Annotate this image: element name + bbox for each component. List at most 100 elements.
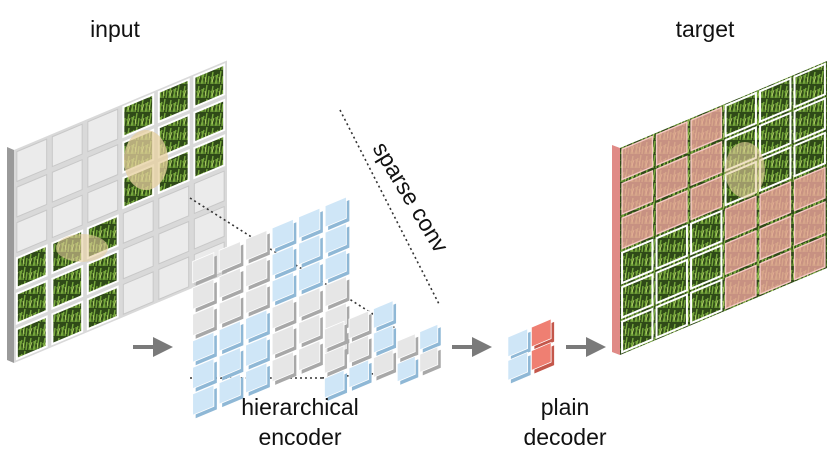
target-reconstructed-patch	[724, 195, 757, 241]
encoder-masked-cell	[271, 351, 294, 383]
target-reconstructed-patch	[724, 264, 757, 310]
encoder-label-line2: encoder	[258, 424, 342, 450]
visible-patch	[193, 134, 226, 180]
masked-patch	[158, 256, 190, 301]
encoder-visible-cell	[324, 369, 345, 399]
target-reconstructed-patch	[759, 215, 792, 261]
encoder-visible-cell	[324, 196, 347, 228]
encoder-visible-cell	[298, 207, 321, 239]
encoder-visible-cell	[348, 359, 369, 389]
target-visible-patch	[759, 76, 792, 124]
masked-patch	[122, 271, 154, 315]
visible-patch	[86, 285, 119, 331]
target-panel-edge	[612, 145, 620, 355]
target-visible-patch	[793, 62, 826, 109]
encoder-visible-cell	[218, 320, 241, 352]
target-visible-patch	[793, 96, 826, 144]
encoder-visible-cell	[245, 362, 268, 394]
encoder-visible-cell	[192, 331, 215, 363]
encoder-visible-cell	[298, 260, 321, 292]
target-visible-patch	[621, 238, 654, 285]
target-visible-patch	[655, 292, 688, 340]
encoder-label-line1: hierarchical	[241, 394, 359, 420]
hierarchical-encoder	[189, 109, 441, 419]
target-visible-patch	[621, 307, 654, 354]
visible-patch	[15, 244, 48, 290]
input-label: input	[90, 16, 140, 42]
visible-patch	[15, 315, 48, 361]
visible-patch	[122, 92, 155, 139]
masked-patch	[87, 179, 119, 224]
encoder-masked-cell	[218, 293, 241, 326]
encoder-masked-cell	[245, 256, 268, 288]
encoder-masked-cell	[298, 313, 321, 345]
target-visible-patch	[655, 223, 688, 271]
masked-patch	[193, 205, 225, 250]
target-reconstructed-patch	[690, 140, 723, 187]
encoder-visible-cell	[271, 245, 294, 277]
target-reconstructed-patch	[655, 189, 688, 236]
encoder-visible-cell	[245, 309, 268, 341]
decoder-visible-cell	[507, 328, 529, 358]
decoder-masked-cell	[530, 318, 552, 348]
encoder-visible-cell	[298, 234, 321, 266]
visible-patch	[193, 63, 226, 109]
encoder-masked-cell	[324, 320, 345, 350]
encoder-masked-cell	[348, 334, 369, 364]
encoder-visible-cell	[324, 222, 347, 255]
decoder-label-line2: decoder	[523, 424, 607, 450]
encoder-masked-cell	[192, 305, 215, 337]
target-visible-patch	[621, 272, 654, 320]
projection-line	[339, 109, 441, 307]
target-reconstructed-patch	[759, 180, 792, 227]
target-reconstructed-patch	[621, 135, 654, 181]
visible-patch	[157, 77, 190, 124]
encoder-visible-cell	[373, 324, 394, 354]
target-reconstructed-patch	[793, 200, 826, 247]
decoder-label-line1: plain	[540, 394, 590, 420]
target-reconstructed-patch	[759, 249, 792, 296]
masked-patch	[16, 209, 48, 254]
encoder-masked-cell	[324, 345, 345, 375]
dog-fur-region	[725, 142, 765, 198]
target-image-grid	[612, 61, 827, 356]
target-reconstructed-patch	[655, 155, 688, 201]
encoder-masked-cell	[218, 267, 241, 299]
visible-patch	[51, 300, 84, 346]
encoder-visible-cell	[324, 249, 347, 281]
masked-patch	[87, 144, 119, 188]
visible-patch	[86, 249, 119, 296]
encoder-visible-cell	[419, 323, 439, 351]
target-visible-patch	[724, 91, 757, 138]
encoder-masked-cell	[324, 275, 347, 308]
decoder-visible-cell	[507, 351, 529, 381]
masked-patch	[16, 173, 48, 218]
encoder-masked-cell	[271, 298, 294, 330]
masked-patch	[87, 108, 119, 153]
dog-fur-region	[124, 130, 168, 190]
encoder-visible-cell	[271, 218, 294, 250]
encoder-masked-cell	[396, 333, 416, 360]
target-reconstructed-patch	[724, 229, 757, 276]
masked-patch	[158, 185, 190, 230]
encoder-visible-cell	[218, 373, 241, 405]
target-reconstructed-patch	[793, 166, 826, 212]
encoder-masked-cell	[373, 349, 394, 379]
plain-decoder-grid	[507, 318, 555, 384]
encoder-masked-cell	[192, 278, 215, 310]
encoder-visible-cell	[192, 384, 215, 416]
input-panel-edge	[7, 147, 14, 363]
masked-patch	[122, 200, 154, 244]
target-reconstructed-patch	[621, 204, 654, 250]
encoder-visible-cell	[373, 300, 394, 330]
encoder-masked-cell	[419, 346, 439, 373]
masked-patch	[51, 123, 83, 168]
target-visible-patch	[759, 111, 792, 158]
target-label: target	[675, 16, 735, 42]
target-visible-patch	[793, 131, 826, 178]
encoder-visible-cell	[271, 271, 294, 303]
encoder-masked-cell	[271, 324, 294, 356]
visible-patch	[51, 264, 84, 311]
encoder-masked-cell	[218, 240, 241, 273]
